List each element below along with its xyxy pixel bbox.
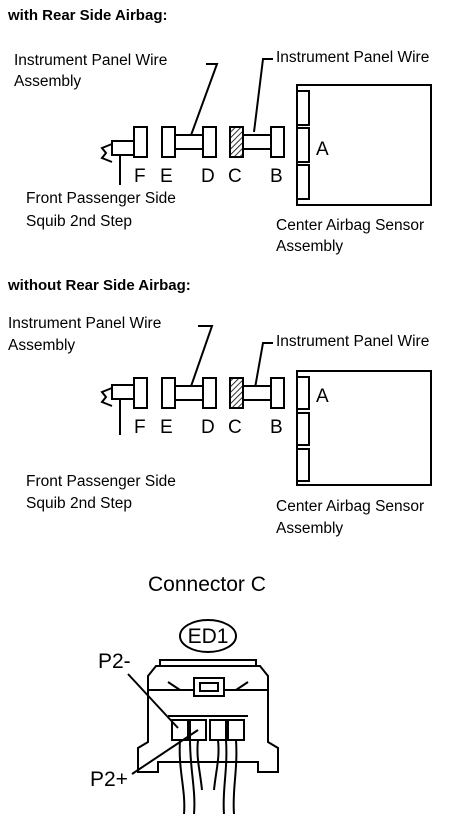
center-airbag-sensor-box	[296, 370, 432, 486]
leader-line	[127, 673, 179, 729]
connector-code: ED1	[188, 625, 229, 648]
connector-d	[202, 126, 217, 158]
wire	[178, 739, 196, 814]
passenger-squib-label-line1: Front Passenger Side	[26, 190, 176, 207]
sensor-label-line2: Assembly	[276, 238, 343, 255]
connector-e	[161, 126, 176, 158]
sensor-slot	[296, 412, 310, 446]
connector-c-detail: Connector C ED1 P2- P2+	[90, 573, 279, 814]
connector-letter-c: C	[228, 417, 242, 438]
sensor-slot	[296, 164, 310, 200]
leader-line	[254, 342, 273, 389]
connector-letter-d: D	[201, 417, 215, 438]
leader-line	[189, 63, 219, 139]
wire-harness	[242, 385, 272, 401]
sensor-slot	[296, 90, 310, 126]
ip-wire-assembly-label-line2: Assembly	[8, 337, 75, 354]
connector-title: Connector C	[148, 573, 266, 596]
sensor-label-line1: Center Airbag Sensor	[276, 498, 424, 515]
squib-plug	[111, 140, 135, 156]
pin-label-p2-plus: P2+	[90, 768, 128, 791]
section-heading: without Rear Side Airbag:	[7, 277, 191, 294]
connector-letter-c: C	[228, 166, 242, 187]
connector-letter-e: E	[160, 417, 173, 438]
passenger-squib-label-line2: Squib 2nd Step	[26, 213, 132, 230]
connector-letter-f: F	[134, 166, 146, 187]
pin-label-p2-minus: P2-	[98, 650, 131, 673]
connector-c	[229, 377, 244, 409]
sensor-label-line2: Assembly	[276, 520, 343, 537]
terminal-cavity	[209, 719, 227, 741]
leader-line	[131, 729, 199, 775]
connector-letter-b: B	[270, 417, 283, 438]
connector-b	[270, 126, 285, 158]
terminal-cavity	[227, 719, 245, 741]
passenger-squib-label-line1: Front Passenger Side	[26, 473, 176, 490]
connector-letter-e: E	[160, 166, 173, 187]
sensor-letter-a: A	[316, 139, 329, 160]
wire-harness	[174, 385, 204, 401]
sensor-slot	[296, 127, 310, 163]
leader-line	[253, 58, 273, 133]
sensor-label-line1: Center Airbag Sensor	[276, 217, 424, 234]
connector-d	[202, 377, 217, 409]
section-heading: with Rear Side Airbag:	[7, 7, 167, 24]
guide-ribs	[167, 681, 249, 691]
wire	[222, 739, 238, 814]
connector-f	[133, 377, 148, 409]
center-airbag-sensor-box	[296, 84, 432, 206]
connector-e	[161, 377, 176, 409]
sensor-slot	[296, 448, 310, 482]
connector-letter-f: F	[134, 417, 146, 438]
connector-letter-d: D	[201, 166, 215, 187]
wire-harness	[242, 134, 272, 150]
squib-wire-end	[100, 387, 113, 407]
connector-letter-b: B	[270, 166, 283, 187]
ip-wire-assembly-label-line2: Assembly	[14, 73, 81, 90]
sensor-letter-a: A	[316, 386, 329, 407]
locking-tab-detail	[199, 682, 219, 692]
sensor-slot	[296, 376, 310, 410]
ip-wire-label: Instrument Panel Wire	[276, 333, 429, 350]
wire-harness	[174, 134, 204, 150]
section-without-rear-side-airbag: without Rear Side Airbag: Instrument Pan…	[7, 277, 432, 537]
squib-plug	[111, 384, 135, 400]
section-with-rear-side-airbag: with Rear Side Airbag: Instrument Panel …	[7, 7, 432, 255]
connector-top-lip	[159, 659, 257, 666]
passenger-squib-label-line2: Squib 2nd Step	[26, 495, 132, 512]
wire	[196, 739, 220, 791]
leader-line	[187, 325, 214, 396]
connector-c	[229, 126, 244, 158]
squib-wire-end	[100, 143, 113, 163]
connector-b	[270, 377, 285, 409]
ip-wire-label: Instrument Panel Wire	[276, 49, 429, 66]
connector-f	[133, 126, 148, 158]
connector-code-oval	[179, 619, 237, 653]
ip-wire-assembly-label-line1: Instrument Panel Wire	[14, 52, 167, 69]
ip-wire-assembly-label-line1: Instrument Panel Wire	[8, 315, 161, 332]
